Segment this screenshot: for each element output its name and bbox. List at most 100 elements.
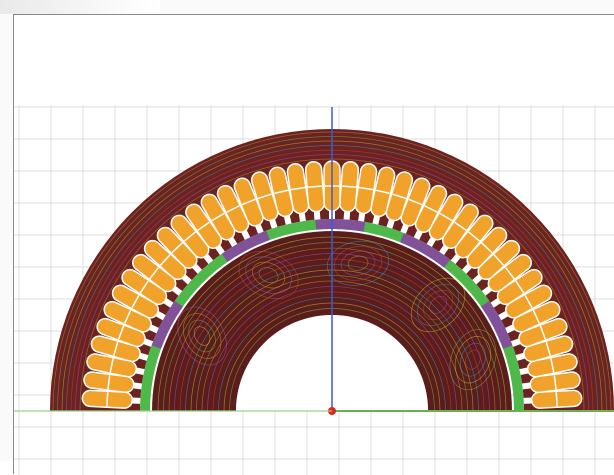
coil-divider: [342, 185, 357, 188]
slot-opening: [343, 209, 351, 222]
flux-loop: [238, 251, 299, 300]
stator-slot: [354, 163, 378, 224]
flux-loop: [449, 329, 497, 391]
coil-divider: [392, 193, 407, 200]
coil-divider: [226, 205, 240, 213]
coil-divider: [515, 280, 525, 294]
flux-loop: [177, 306, 227, 366]
stator-slot: [385, 171, 414, 231]
stator-slot: [132, 253, 184, 297]
coil-divider: [274, 189, 289, 195]
coil-divider: [131, 295, 140, 309]
stator-slots: [81, 160, 583, 409]
flux-loop: [326, 240, 390, 286]
flux-loop: [258, 267, 279, 284]
coil-divider: [375, 189, 390, 195]
slot-opening: [130, 397, 143, 405]
stator-slot: [83, 371, 144, 394]
flux-loop: [245, 256, 292, 294]
stator-slot: [286, 163, 310, 224]
coil-divider: [555, 392, 558, 407]
rotor-core: [152, 231, 512, 411]
stator-slot: [339, 160, 360, 222]
coil-divider: [124, 310, 132, 324]
stator-slot: [304, 160, 325, 222]
coil-divider: [139, 280, 149, 294]
coil-divider: [439, 212, 453, 222]
slot-opening: [313, 209, 321, 222]
coil-divider: [107, 375, 111, 390]
flux-loop: [465, 349, 481, 370]
coil-divider: [539, 325, 547, 340]
flux-loop: [252, 261, 286, 289]
coil-divider: [113, 341, 119, 356]
coil-divider: [493, 254, 505, 266]
coil-divider: [532, 310, 540, 324]
stator-slot: [412, 184, 448, 242]
coil-divider: [307, 185, 322, 188]
stator-slot: [370, 166, 396, 227]
coil-divider: [257, 193, 272, 200]
flux-loop: [333, 245, 383, 281]
stator-slot: [250, 171, 279, 231]
stator-slot: [90, 335, 151, 363]
coil-divider: [504, 267, 515, 280]
stator-yoke: [50, 129, 614, 411]
coil-divider: [408, 198, 423, 206]
coil-divider: [468, 231, 480, 242]
flux-loop: [188, 319, 216, 353]
coil-divider: [359, 186, 374, 191]
coil-divider: [211, 212, 225, 222]
stator-slot: [268, 166, 294, 227]
flux-loop: [423, 289, 454, 320]
stator-slot: [517, 353, 578, 378]
coil-divider: [481, 242, 493, 254]
slot-opening: [521, 397, 534, 405]
airgap-highlight-segment: [315, 219, 366, 232]
airgap-highlight-segment: [481, 300, 513, 349]
coil-divider: [524, 295, 533, 309]
coil-divider: [109, 358, 114, 373]
airgap-highlight-segment: [221, 230, 270, 262]
flux-loop: [340, 250, 376, 276]
coil-divider: [290, 186, 305, 191]
stator-slot: [96, 317, 155, 348]
stator-slot: [81, 389, 143, 409]
stator-slot: [521, 389, 583, 409]
stator-slot: [513, 335, 574, 363]
coil-divider: [424, 205, 438, 213]
coil-divider: [197, 221, 210, 231]
flux-loop: [460, 342, 486, 377]
airgap-highlight: [151, 219, 513, 349]
coil-divider: [117, 325, 125, 340]
flux-loop: [454, 336, 492, 384]
motor-cross-section-canvas[interactable]: [14, 15, 614, 475]
flux-loop: [410, 277, 466, 333]
viewport-panel[interactable]: [13, 14, 614, 475]
stator-slot: [399, 177, 431, 236]
coil-divider: [184, 231, 196, 242]
stator-slot: [86, 353, 147, 378]
coil-divider: [550, 358, 555, 373]
flux-loop: [347, 255, 369, 271]
flux-loop: [429, 295, 448, 314]
coil-divider: [149, 267, 160, 280]
coil-divider: [553, 375, 557, 390]
flux-loop: [182, 313, 222, 359]
stator-slot: [520, 371, 581, 394]
airgap-highlight-segment: [400, 232, 451, 268]
toolbar-edge: [0, 0, 160, 14]
coil-divider: [171, 242, 183, 254]
coil-divider: [454, 221, 467, 231]
flux-loop: [193, 326, 211, 346]
stator-slot: [437, 203, 479, 257]
coil-divider: [241, 198, 256, 206]
coil-divider: [106, 392, 109, 407]
airgap-highlight-segment: [151, 300, 183, 349]
stator-slot: [480, 253, 532, 297]
flux-loop: [417, 283, 460, 326]
coil-divider: [545, 341, 551, 356]
coil-divider: [159, 254, 171, 266]
stator-slot: [509, 317, 568, 348]
